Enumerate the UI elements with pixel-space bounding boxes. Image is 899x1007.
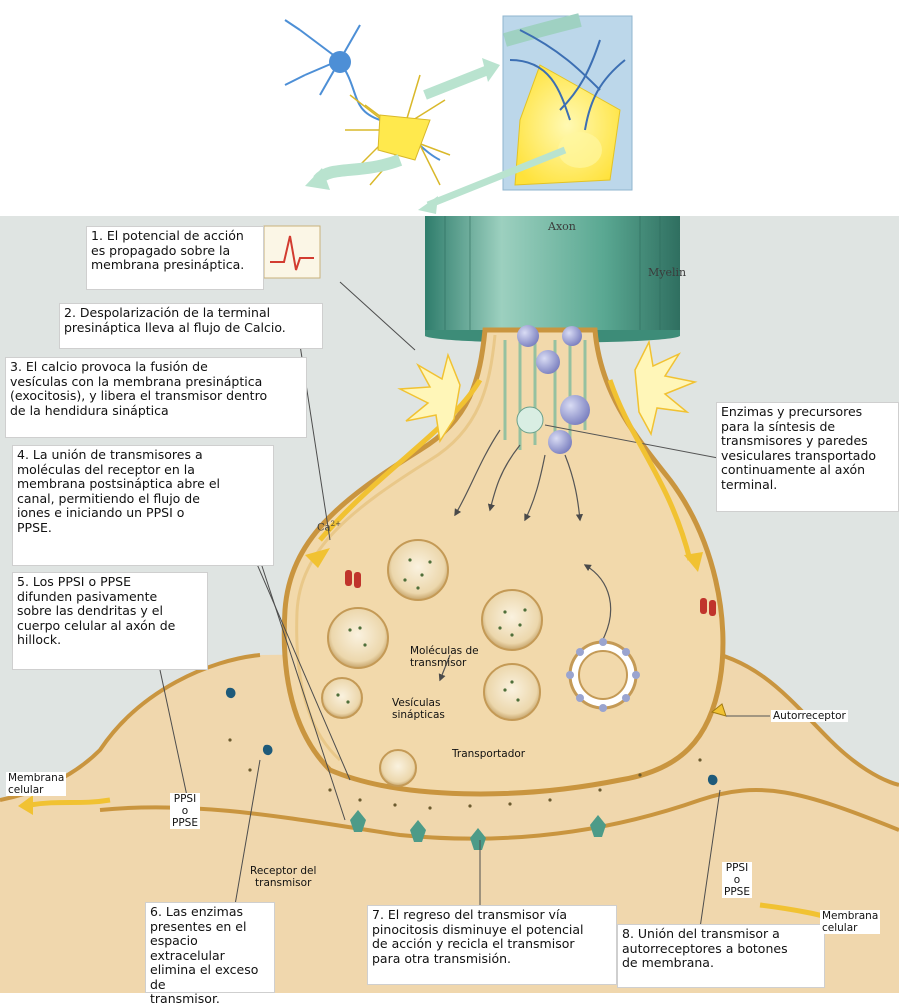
enzymes-precursors-box: Enzimas y precursores para la síntesis d… <box>716 402 899 512</box>
cell-membrane-right-label: Membrana celular <box>820 910 880 934</box>
step-2-box: 2. Despolarización de la terminal presin… <box>59 303 323 349</box>
step-7-box: 7. El regreso del transmisor vía pinocit… <box>367 905 617 985</box>
myelin-label: Myelin <box>648 266 686 279</box>
step-8-box: 8. Unión del transmisor a autorreceptore… <box>617 924 825 988</box>
step-6-box: 6. Las enzimas presentes en el espacio e… <box>145 902 275 993</box>
ppsi-ppse-right-label: PPSI o PPSE <box>722 862 752 898</box>
step-5-box: 5. Los PPSI o PPSE difunden pasivamente … <box>12 572 208 670</box>
cell-membrane-left-label: Membrana celular <box>6 772 66 796</box>
synaptic-vesicles-label: Vesículas sinápticas <box>392 697 445 721</box>
autoreceptor-label: Autorreceptor <box>771 710 848 722</box>
transporter-label: Transportador <box>452 748 525 760</box>
ppsi-ppse-left-label: PPSI o PPSE <box>170 793 200 829</box>
action-potential-graph <box>264 226 320 278</box>
axon-label: Axon <box>548 220 576 233</box>
neuron-overview-illustration <box>285 16 632 214</box>
transmitter-molecules-label: Moléculas de transmisor <box>410 645 479 669</box>
step-4-box: 4. La unión de transmisores a moléculas … <box>12 445 274 566</box>
step-3-box: 3. El calcio provoca la fusión de vesícu… <box>5 357 307 438</box>
transmitter-receptor-label: Receptor del transmisor <box>250 865 316 889</box>
step-1-box: 1. El potencial de acción es propagado s… <box>86 226 264 290</box>
axon <box>425 216 680 343</box>
calcium-label: Ca2+ <box>317 520 341 533</box>
